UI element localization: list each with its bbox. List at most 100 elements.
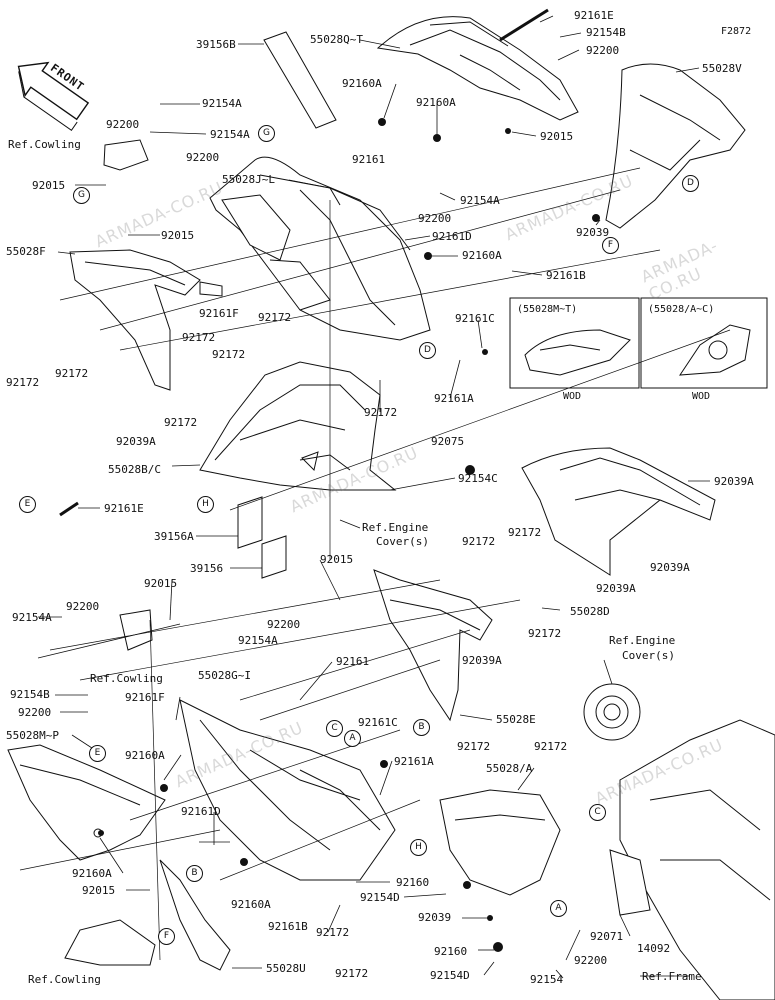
part-label-92172: 92172 <box>364 406 398 419</box>
inset-box-1-title: (55028M~T) <box>517 304 578 315</box>
part-label-92172: 92172 <box>55 367 89 380</box>
part-label-92075: 92075 <box>431 435 465 448</box>
part-label-92160: 92160 <box>396 876 430 889</box>
part-label-39156a: 39156A <box>154 530 194 543</box>
inset-box-2-footer: WOD <box>692 391 711 402</box>
part-label-92161b: 92161B <box>268 920 308 933</box>
part-label-92172: 92172 <box>212 348 246 361</box>
lower-fairing-a <box>439 789 561 896</box>
part-label-ref-cowling: Ref.Cowling <box>8 138 81 151</box>
part-label-55028g-i: 55028G~I <box>198 669 251 682</box>
part-label-55028u: 55028U <box>266 962 306 975</box>
part-label-92160a: 92160A <box>231 898 271 911</box>
part-label-92160a: 92160A <box>342 77 382 90</box>
side-cowl-g <box>179 699 396 881</box>
figure-code: F2872 <box>721 26 752 37</box>
part-label-ref-engine: Ref.Engine <box>362 521 429 534</box>
part-label-cover-s-: Cover(s) <box>376 535 429 548</box>
part-label-92039a: 92039A <box>116 435 156 448</box>
part-label-14092: 14092 <box>637 942 671 955</box>
ref-circle-g: G <box>73 187 90 204</box>
part-label-92161: 92161 <box>336 655 370 668</box>
ref-circle-c: C <box>589 804 606 821</box>
part-label-92039a: 92039A <box>650 561 690 574</box>
part-label-92154b: 92154B <box>586 26 626 39</box>
part-label-92161e: 92161E <box>574 9 614 22</box>
part-label-92154c: 92154C <box>458 472 498 485</box>
ref-circle-c: C <box>326 720 343 737</box>
part-label-92200: 92200 <box>186 151 220 164</box>
part-label-92172: 92172 <box>6 376 40 389</box>
front-side-panel-f <box>69 249 201 391</box>
part-label-92172: 92172 <box>462 535 496 548</box>
part-label-92161f: 92161F <box>199 307 239 320</box>
ref-circle-f: F <box>158 928 175 945</box>
lower-cowl-e <box>373 569 493 722</box>
part-label-92161f: 92161F <box>125 691 165 704</box>
part-label-92161d: 92161D <box>432 230 472 243</box>
part-label-92161e: 92161E <box>104 502 144 515</box>
ref-circle-d: D <box>682 175 699 192</box>
side-panel-m <box>7 744 166 861</box>
part-label-92161c: 92161C <box>358 716 398 729</box>
part-label-92154a: 92154A <box>202 97 242 110</box>
part-label-92200: 92200 <box>418 212 452 225</box>
part-label-92172: 92172 <box>534 740 568 753</box>
engine-cover <box>583 683 641 741</box>
part-label-92160a: 92160A <box>462 249 502 262</box>
part-label-92015: 92015 <box>161 229 195 242</box>
part-label-92172: 92172 <box>528 627 562 640</box>
part-label-92200: 92200 <box>574 954 608 967</box>
part-label-92154b: 92154B <box>10 688 50 701</box>
lower-side-cowl <box>199 361 397 491</box>
part-label-92154a: 92154A <box>460 194 500 207</box>
part-label-55028j-l: 55028J~L <box>222 173 275 186</box>
ref-circle-d: D <box>419 342 436 359</box>
strip-39156B <box>263 31 337 129</box>
part-label-92172: 92172 <box>335 967 369 980</box>
part-label-55028-a: 55028/A <box>486 762 533 775</box>
ref-circle-e: E <box>89 745 106 762</box>
part-label-ref-engine: Ref.Engine <box>609 634 676 647</box>
part-label-55028q-t: 55028Q~T <box>310 33 363 46</box>
part-label-92154a: 92154A <box>12 611 52 624</box>
part-label-55028f: 55028F <box>6 245 46 258</box>
part-label-92154a: 92154A <box>238 634 278 647</box>
part-label-92160a: 92160A <box>72 867 112 880</box>
part-label-92015: 92015 <box>320 553 354 566</box>
part-label-92172: 92172 <box>316 926 350 939</box>
part-label-ref-frame: Ref.Frame <box>642 970 702 983</box>
part-label-92200: 92200 <box>18 706 52 719</box>
part-label-92160: 92160 <box>434 945 468 958</box>
part-label-92161: 92161 <box>352 153 386 166</box>
part-label-92039a: 92039A <box>462 654 502 667</box>
part-label-92200: 92200 <box>66 600 100 613</box>
part-label-92015: 92015 <box>32 179 66 192</box>
part-label-92154: 92154 <box>530 973 564 986</box>
part-label-55028b-c: 55028B/C <box>108 463 161 476</box>
part-label-92200: 92200 <box>267 618 301 631</box>
part-label-39156b: 39156B <box>196 38 236 51</box>
part-label-92071: 92071 <box>590 930 624 943</box>
ref-circle-b: B <box>413 719 430 736</box>
part-label-ref-cowling: Ref.Cowling <box>28 973 101 986</box>
part-label-92015: 92015 <box>540 130 574 143</box>
part-label-55028e: 55028E <box>496 713 536 726</box>
front-arrow <box>17 61 90 131</box>
ref-circle-b: B <box>186 865 203 882</box>
part-label-92160a: 92160A <box>416 96 456 109</box>
part-label-92172: 92172 <box>508 526 542 539</box>
part-label-cover-s-: Cover(s) <box>622 649 675 662</box>
part-label-92172: 92172 <box>258 311 292 324</box>
part-label-92154a: 92154A <box>210 128 250 141</box>
part-label-92015: 92015 <box>82 884 116 897</box>
inset-box-1-footer: WOD <box>563 391 582 402</box>
upper-cowl-part <box>376 16 579 121</box>
lower-cowl-d <box>521 447 716 576</box>
part-label-92200: 92200 <box>586 44 620 57</box>
ref-circle-a: A <box>344 730 361 747</box>
part-label-92172: 92172 <box>182 331 216 344</box>
ref-circle-f: F <box>602 237 619 254</box>
